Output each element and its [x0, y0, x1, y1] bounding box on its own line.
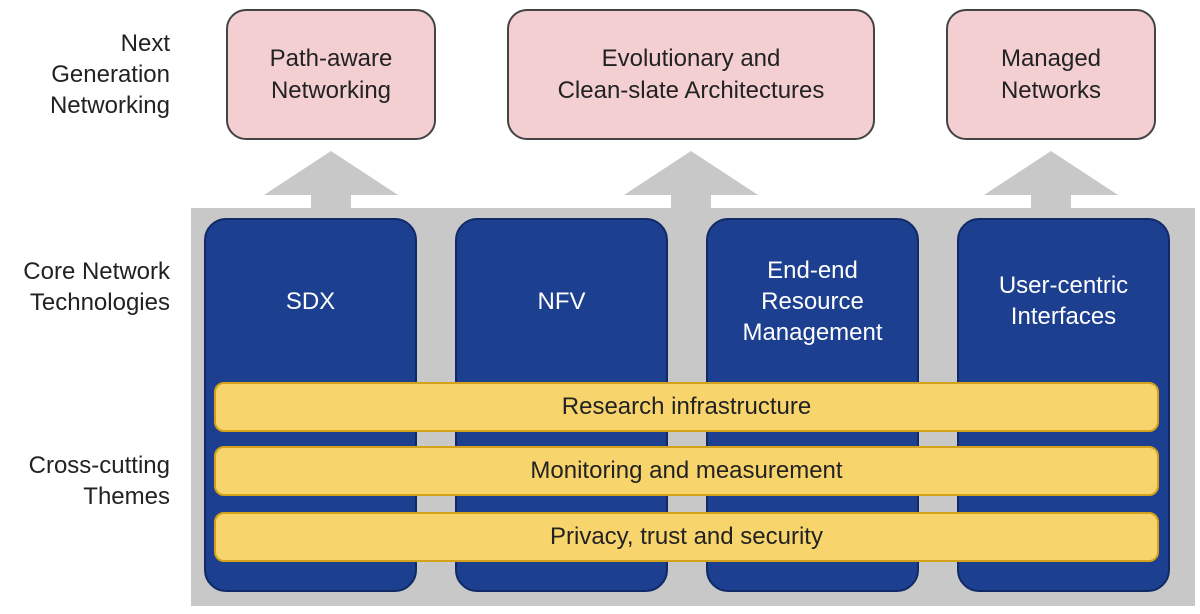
row-label-line: Technologies [29, 289, 170, 316]
up-arrow-icon [984, 151, 1118, 211]
cross-cutting-themes-label: Cross-cutting Themes [0, 450, 170, 512]
tech-label-line: Management [742, 318, 883, 346]
tech-label-line: SDX [285, 287, 336, 315]
row-label-line: Cross-cutting [28, 452, 170, 479]
path-aware-networking-box: Path-aware Networking [226, 9, 436, 140]
core-network-technologies-label: Core Network Technologies [0, 256, 170, 318]
tech-label: End-end Resource Management [708, 220, 917, 382]
box-line: Evolutionary and [601, 44, 781, 72]
tech-label: NFV [457, 220, 666, 382]
box-line: Path-aware [269, 44, 393, 72]
row-label-line: Themes [83, 483, 170, 510]
next-generation-networking-label: Next Generation Networking [0, 28, 170, 121]
tech-label-line: NFV [537, 287, 586, 315]
box-line: Managed [1000, 44, 1102, 72]
evolutionary-architectures-box: Evolutionary and Clean-slate Architectur… [507, 9, 875, 140]
tech-label-line: Resource [761, 287, 864, 315]
box-line: Networking [270, 76, 392, 104]
box-line: Clean-slate Architectures [557, 76, 825, 104]
privacy-trust-security-bar: Privacy, trust and security [214, 512, 1159, 562]
row-label-line: Core Network [23, 258, 170, 285]
row-label-line: Networking [49, 92, 170, 119]
tech-label: User-centric Interfaces [959, 220, 1168, 382]
up-arrow-icon [264, 151, 398, 211]
tech-label-line: End-end [767, 256, 858, 284]
row-label-line: Generation [51, 61, 170, 88]
managed-networks-box: Managed Networks [946, 9, 1156, 140]
tech-label: SDX [206, 220, 415, 382]
research-infrastructure-bar: Research infrastructure [214, 382, 1159, 432]
monitoring-and-measurement-bar: Monitoring and measurement [214, 446, 1159, 496]
tech-label-line: Interfaces [1010, 303, 1117, 330]
tech-label-line: User-centric [998, 272, 1129, 299]
row-label-line: Next [120, 30, 170, 57]
box-line: Networks [1000, 76, 1101, 104]
up-arrow-icon [624, 151, 758, 211]
